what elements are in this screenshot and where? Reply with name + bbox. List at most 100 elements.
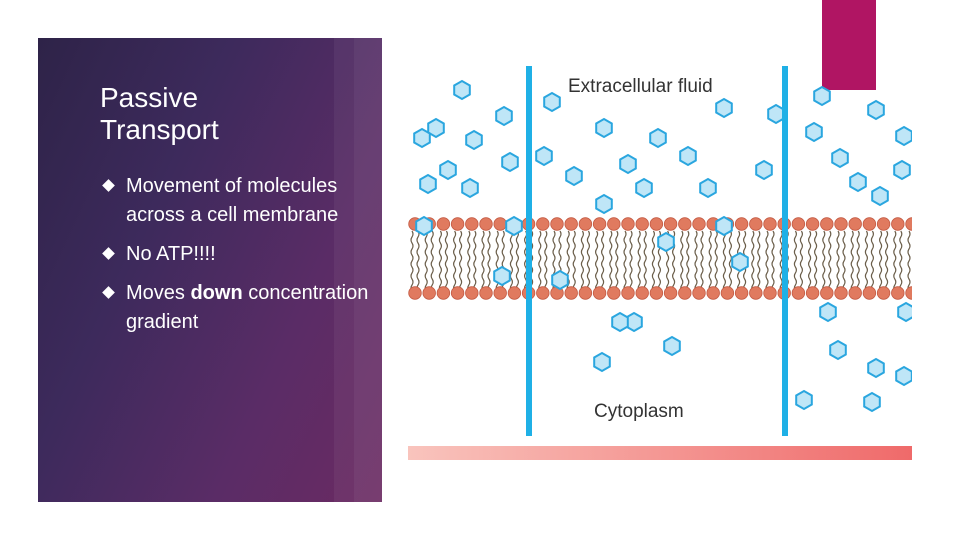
- lipid-tail: [538, 230, 542, 292]
- bullet-item: Moves down concentration gradient: [102, 279, 372, 337]
- bullet-text-post: concentration gradient: [126, 282, 369, 333]
- lipid-tail: [864, 230, 868, 292]
- phospholipid-head: [663, 217, 678, 231]
- molecule-hexagon: [495, 105, 513, 127]
- molecule-hexagon: [635, 177, 653, 199]
- phospholipid-head: [848, 217, 862, 231]
- phospholipid-head: [564, 286, 578, 300]
- diamond-bullet-icon: [102, 247, 115, 260]
- channel-left: [526, 66, 532, 436]
- solute-molecules: [413, 79, 912, 413]
- phospholipid-head: [536, 217, 550, 231]
- phospholipid-head: [834, 286, 848, 300]
- lipid-tail: [566, 230, 570, 292]
- molecule-hexagon: [715, 97, 733, 119]
- lipid-tail: [643, 230, 647, 292]
- channel-right: [782, 66, 788, 436]
- lipid-tail: [609, 230, 613, 292]
- lipid-tail: [629, 230, 633, 292]
- lipid-tail: [765, 230, 769, 292]
- lipid-tail: [410, 230, 414, 292]
- lipid-tail: [424, 230, 428, 292]
- lipid-tail: [793, 230, 797, 292]
- phospholipid-head: [905, 217, 912, 231]
- phospholipid-head: [479, 217, 493, 231]
- molecule-hexagon: [867, 357, 885, 379]
- phospholipid-head: [692, 286, 706, 300]
- molecule-hexagon: [505, 215, 523, 237]
- molecule-hexagon: [413, 127, 431, 149]
- molecule-hexagon: [461, 177, 479, 199]
- lipid-tail: [700, 230, 704, 292]
- lipid-tail: [601, 230, 605, 292]
- lipid-tail: [459, 230, 463, 292]
- lipid-tail: [808, 230, 812, 292]
- phospholipid-head: [536, 286, 550, 300]
- lipid-tails: [410, 230, 911, 292]
- molecule-hexagon: [755, 159, 773, 181]
- phospholipid-head: [635, 286, 649, 300]
- molecule-hexagon: [663, 335, 681, 357]
- molecule-hexagon: [415, 215, 433, 237]
- lipid-tail: [907, 230, 911, 292]
- phospholipid-head: [450, 286, 465, 300]
- phospholipid-head: [763, 286, 777, 300]
- lipid-tail: [779, 230, 783, 292]
- phospholipid-head: [862, 217, 877, 231]
- cytoplasm-label: Cytoplasm: [594, 401, 684, 422]
- phospholipid-head: [820, 286, 834, 300]
- molecule-hexagon: [657, 231, 675, 253]
- lipid-tail: [885, 230, 889, 292]
- phospholipid-head: [507, 286, 522, 300]
- phospholipid-head: [862, 286, 877, 300]
- phospholipid-head: [678, 286, 692, 300]
- lipid-tail: [623, 230, 627, 292]
- phospholipid-head: [592, 286, 607, 300]
- lipid-tail: [814, 230, 818, 292]
- molecule-hexagon: [813, 85, 831, 107]
- lipid-tail: [467, 230, 471, 292]
- lipid-tail: [487, 230, 491, 292]
- phospholipid-head: [578, 286, 593, 300]
- molecule-hexagon: [593, 351, 611, 373]
- lipid-tail: [686, 230, 690, 292]
- panel-stripe: [354, 38, 382, 502]
- phospholipid-head: [663, 286, 678, 300]
- extracellular-label: Extracellular fluid: [568, 76, 713, 97]
- panel-stripe: [334, 38, 354, 502]
- molecule-hexagon: [649, 127, 667, 149]
- lipid-tail: [509, 230, 513, 292]
- phospholipid-head: [408, 286, 422, 300]
- phospholipid-head: [422, 286, 436, 300]
- molecule-hexagon: [715, 215, 733, 237]
- molecule-hexagon: [465, 129, 483, 151]
- molecule-hexagon: [501, 151, 519, 173]
- phospholipid-head: [607, 217, 621, 231]
- diamond-bullet-icon: [102, 179, 115, 192]
- lipid-tail: [856, 230, 860, 292]
- lipid-tail: [444, 230, 448, 292]
- phospholipid-head: [564, 217, 578, 231]
- lipid-tail: [416, 230, 420, 292]
- phospholipid-head: [450, 217, 465, 231]
- molecule-hexagon: [453, 79, 471, 101]
- phospholipid-head: [479, 286, 493, 300]
- lipid-tail: [893, 230, 897, 292]
- lipid-tail: [757, 230, 761, 292]
- molecule-hexagon: [543, 91, 561, 113]
- lipid-tail: [822, 230, 826, 292]
- molecule-hexagon: [619, 153, 637, 175]
- bullet-text: Movement of molecules across a cell memb…: [126, 175, 339, 226]
- molecule-hexagon: [611, 311, 629, 333]
- lipid-tail: [694, 230, 698, 292]
- phospholipid-head: [649, 217, 664, 231]
- phospholipid-head: [465, 286, 479, 300]
- diamond-bullet-icon: [102, 286, 115, 299]
- molecule-hexagon: [419, 173, 437, 195]
- lipid-tail: [714, 230, 718, 292]
- phospholipid-head: [607, 286, 621, 300]
- phospholipid-head: [692, 217, 706, 231]
- molecule-hexagon: [819, 301, 837, 323]
- lipid-tail: [708, 230, 712, 292]
- molecule-hexagon: [893, 159, 911, 181]
